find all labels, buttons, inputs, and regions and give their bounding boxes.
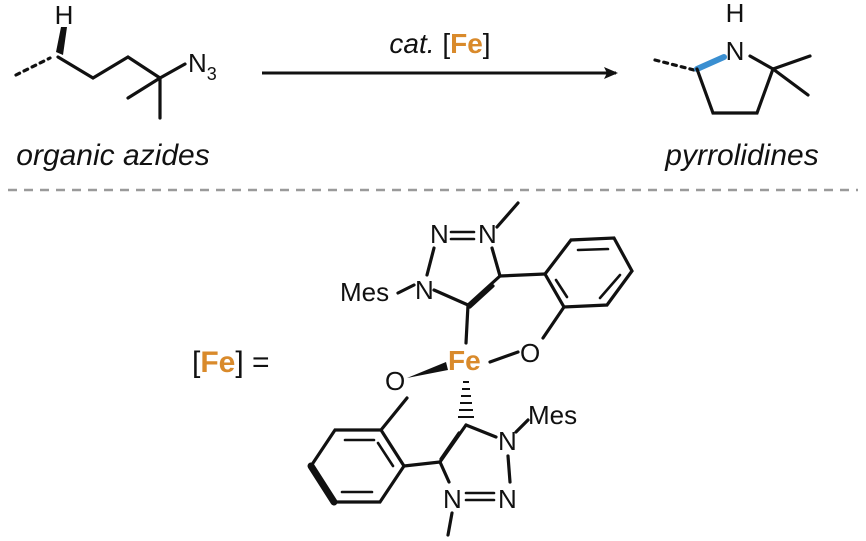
- lower-benzene-double-3: [376, 441, 395, 468]
- methyl-bond-2: [126, 76, 162, 100]
- reactant-structure: H N3: [14, 0, 217, 120]
- upper-mes: Mes: [340, 277, 389, 307]
- upper-benzene-double-1: [576, 247, 610, 252]
- o-fe-wedge-bond: [407, 362, 448, 378]
- upper-oxygen: O: [520, 338, 540, 368]
- lower-ring-double: [439, 431, 461, 461]
- lower-oxygen: O: [385, 366, 405, 396]
- upper-n2: N: [478, 219, 497, 249]
- upper-triazole: N N N Mes: [340, 201, 520, 345]
- lower-ring-bond-d: [506, 454, 512, 484]
- hydrogen-atom: H: [55, 0, 74, 30]
- ring-cn-bond: [748, 54, 775, 71]
- upper-ring-double: [468, 284, 495, 309]
- gem-methyl-2: [771, 67, 810, 97]
- upper-o-fe-bond: [488, 350, 520, 364]
- gem-methyl-1: [771, 54, 812, 71]
- pyrrolidine-ring: [695, 67, 775, 115]
- new-cn-bond-highlight: [694, 54, 727, 72]
- catalyst-definition-label: [Fe] =: [192, 346, 270, 379]
- upper-n3: N: [415, 275, 434, 305]
- lower-n-methyl: [446, 511, 454, 537]
- lower-phenol-ring: [307, 396, 442, 506]
- lower-ring-bond-c: [438, 460, 451, 484]
- azide-n: N3: [188, 48, 217, 84]
- product-label: pyrrolidines: [664, 139, 818, 172]
- upper-c-o-bond: [541, 305, 566, 340]
- reactant-label: organic azides: [16, 139, 209, 172]
- dashed-stub-bond: [14, 56, 52, 77]
- upper-n1: N: [430, 219, 449, 249]
- upper-ring-bond-c: [466, 274, 502, 307]
- lower-benzene-bold-edge: [307, 462, 338, 506]
- product-h-atom: H: [726, 0, 745, 28]
- product-n-atom: N: [726, 36, 745, 66]
- fe-center-atom: Fe: [448, 345, 481, 376]
- upper-c-fe-bond: [464, 303, 470, 345]
- lower-n2: N: [498, 484, 517, 514]
- alkyl-chain: [56, 55, 162, 80]
- product-structure: H N: [653, 0, 812, 115]
- upper-mes-bond: [396, 283, 416, 295]
- upper-ring-bond-b: [490, 246, 502, 278]
- upper-n-methyl: [495, 201, 520, 229]
- lower-aryl-link: [402, 460, 442, 468]
- lower-mes: Mes: [528, 400, 577, 430]
- upper-benzene-double-2: [598, 273, 622, 300]
- lower-n1: N: [498, 426, 517, 456]
- lower-triazole: N N N Mes: [438, 400, 577, 537]
- upper-phenol-ring: O: [488, 236, 634, 368]
- upper-ring-bond-d: [432, 288, 470, 307]
- upper-ring-bond-a: [425, 246, 436, 277]
- fe-hashed-bond: [458, 381, 474, 418]
- catalyst-label: cat. [Fe]: [389, 28, 490, 59]
- lower-o-c-bond: [379, 396, 409, 432]
- lower-mes-bond: [514, 418, 530, 434]
- product-dashed-stub: [653, 58, 696, 72]
- upper-aryl-link: [498, 272, 547, 278]
- lower-ring-bond-b: [464, 423, 498, 439]
- wedge-bond-h: [56, 27, 67, 55]
- lower-n3: N: [443, 484, 462, 514]
- upper-benzene-double-3: [554, 278, 569, 299]
- azide-bond: [158, 62, 187, 80]
